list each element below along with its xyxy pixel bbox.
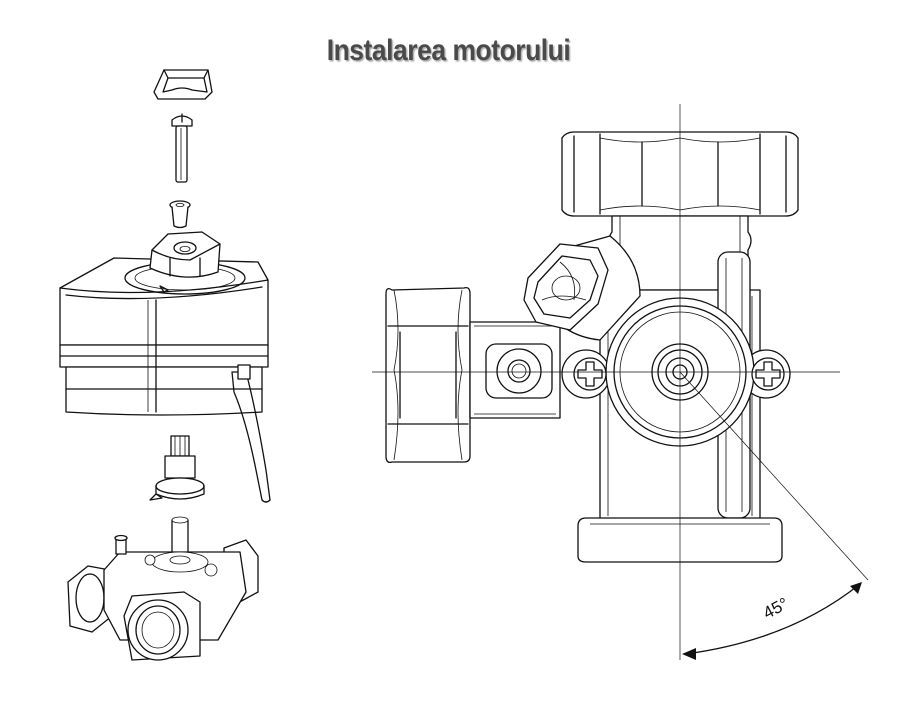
small-valve	[67, 516, 259, 661]
exploded-assembly	[59, 69, 271, 661]
center-lines	[372, 104, 869, 660]
left-fitting	[485, 343, 553, 399]
bushing	[169, 200, 191, 229]
right-screw	[751, 357, 785, 391]
adapter-stem	[149, 435, 205, 501]
angle-dimension	[682, 582, 862, 660]
valve-front-view	[372, 104, 869, 660]
left-nut	[385, 286, 471, 464]
long-screw	[171, 113, 193, 183]
actuator-cap	[153, 69, 213, 100]
actuator-body	[59, 231, 271, 503]
diagonal-branch	[523, 235, 641, 341]
left-screw	[573, 357, 607, 391]
page-title: Instalarea motorului	[326, 34, 571, 67]
